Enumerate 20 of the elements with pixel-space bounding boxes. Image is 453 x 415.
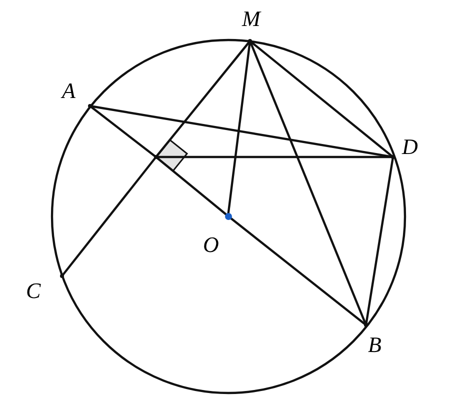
point-dot [60,274,64,278]
point-dot [88,104,92,108]
point-dot [364,323,368,327]
point-label: C [26,280,41,302]
line-segment [61,156,157,277]
line-segment [364,156,394,326]
point-label: D [402,136,418,158]
point-label: B [368,334,382,356]
point-dot [154,155,158,159]
point-dot [391,155,395,159]
line-segment [155,40,251,158]
line-segment [155,156,229,217]
line-segment [156,156,393,158]
point-label: A [62,80,76,102]
line-segment [248,40,368,326]
line-segment [89,105,157,158]
point-label: O [203,234,219,256]
point-dot [248,39,252,43]
line-segment [249,40,394,158]
point-label: M [242,8,260,30]
